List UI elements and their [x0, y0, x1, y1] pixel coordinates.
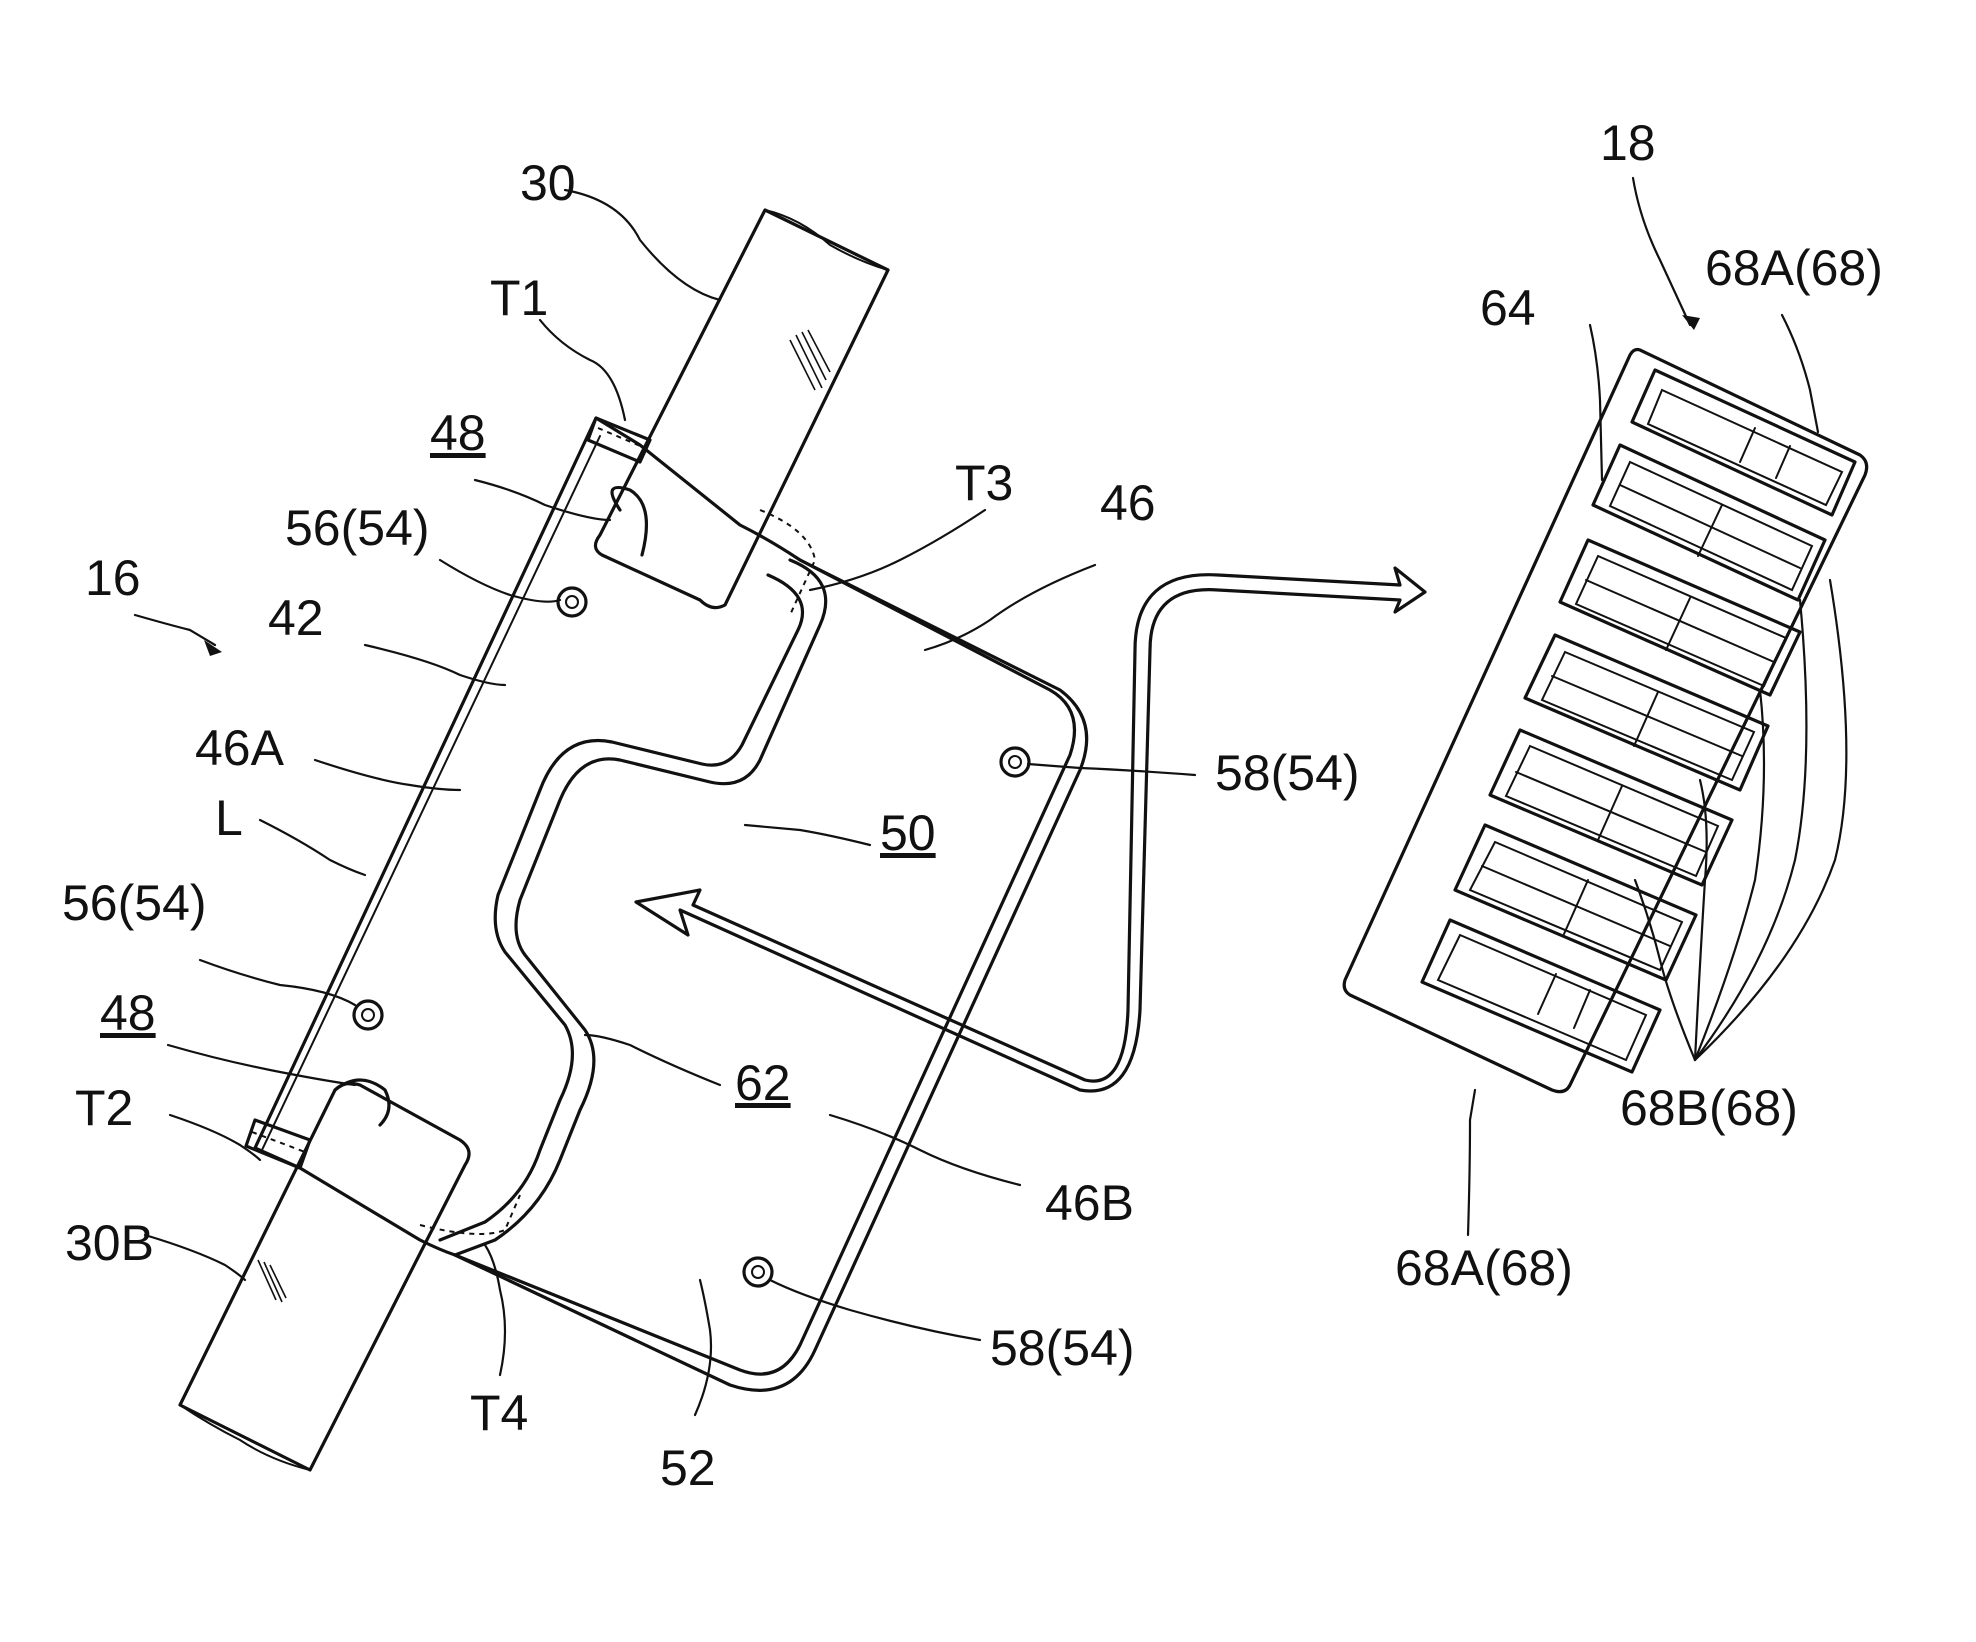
label-68a-bottom: 68A(68) — [1395, 1240, 1573, 1296]
label-18: 18 — [1600, 115, 1656, 171]
fastener-56-top — [558, 588, 586, 616]
label-46a: 46A — [195, 720, 285, 776]
fastener-58-bottom — [744, 1258, 772, 1286]
label-t3: T3 — [955, 455, 1013, 511]
label-56-top: 56(54) — [285, 500, 430, 556]
cell-68a-bottom — [1422, 920, 1660, 1072]
cell-68b-3 — [1525, 635, 1768, 790]
label-30: 30 — [520, 155, 576, 211]
label-48-top: 48 — [430, 405, 486, 461]
cell-68a-top — [1632, 370, 1855, 515]
label-48-bottom: 48 — [100, 985, 156, 1041]
label-52: 52 — [660, 1440, 716, 1496]
lead-30 — [595, 210, 888, 608]
label-68a-top: 68A(68) — [1705, 240, 1883, 296]
plate-42-outline — [255, 418, 1087, 1390]
labels: 16 18 30 T1 48 56(54) T3 46 42 46A L 50 … — [62, 115, 1883, 1496]
label-50: 50 — [880, 805, 936, 861]
assembly-16 — [180, 210, 1425, 1470]
label-16: 16 — [85, 550, 141, 606]
arrowhead-16 — [204, 640, 222, 656]
label-68b: 68B(68) — [1620, 1080, 1798, 1136]
cell-68b-4 — [1490, 730, 1732, 885]
arrowhead-18 — [1682, 315, 1700, 330]
label-l: L — [215, 790, 243, 846]
lead-30b — [180, 1083, 469, 1470]
label-64: 64 — [1480, 280, 1536, 336]
leader-lines — [135, 178, 1846, 1415]
label-t4: T4 — [470, 1385, 528, 1441]
label-42: 42 — [268, 590, 324, 646]
region-46-inner — [440, 575, 803, 1240]
label-t1: T1 — [490, 270, 548, 326]
region-46-outline — [455, 560, 826, 1255]
label-58-top: 58(54) — [1215, 745, 1360, 801]
cell-68b-2 — [1560, 540, 1800, 695]
label-62: 62 — [735, 1055, 791, 1111]
cell-68b-1 — [1593, 445, 1825, 600]
component-18 — [1344, 350, 1866, 1092]
label-46b: 46B — [1045, 1175, 1134, 1231]
direction-arrow — [636, 568, 1425, 1091]
label-t2: T2 — [75, 1080, 133, 1136]
label-30b: 30B — [65, 1215, 154, 1271]
label-46: 46 — [1100, 475, 1156, 531]
region-52-outline — [455, 560, 1075, 1374]
fastener-56-bottom — [354, 1001, 382, 1029]
label-56-bottom: 56(54) — [62, 875, 207, 931]
label-58-bottom: 58(54) — [990, 1320, 1135, 1376]
cutout-48-top — [612, 488, 646, 556]
fastener-58-top — [1001, 748, 1029, 776]
